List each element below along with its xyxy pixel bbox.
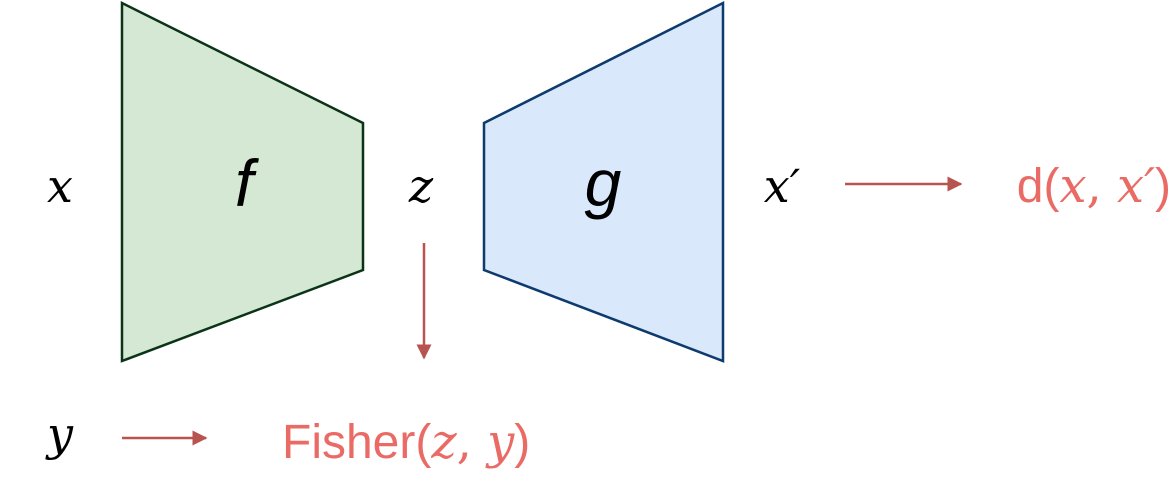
distance-loss-label: d(x, x′) [1017, 158, 1171, 214]
label-y: y [45, 407, 74, 461]
decoder-label: g [585, 146, 622, 220]
distance-loss-arg-x-prime: x′ [1117, 158, 1155, 214]
fisher-loss-open-paren: ( [415, 416, 431, 469]
fisher-loss-label: Fisher(z, y) [282, 414, 530, 470]
distance-loss-open-paren: ( [1043, 160, 1059, 213]
distance-loss-close-paren: ) [1155, 160, 1171, 213]
fisher-loss-close-paren: ) [514, 416, 530, 469]
encoder-trapezoid [120, 0, 365, 363]
distance-loss-separator: , [1087, 158, 1118, 214]
fisher-loss-separator: , [457, 414, 488, 470]
fisher-loss-arg-y: y [485, 414, 515, 470]
fisher-loss-arg-z: z [430, 414, 457, 470]
input-x-label: x [47, 159, 73, 213]
reconstruction-x-prime-label: x′ [764, 159, 801, 213]
distance-loss-arg-x: x [1059, 158, 1086, 214]
distance-loss-name: d [1017, 160, 1044, 213]
decoder-trapezoid [482, 0, 725, 363]
latent-z-label: z [408, 159, 434, 213]
fisher-loss-name: Fisher [282, 416, 415, 469]
